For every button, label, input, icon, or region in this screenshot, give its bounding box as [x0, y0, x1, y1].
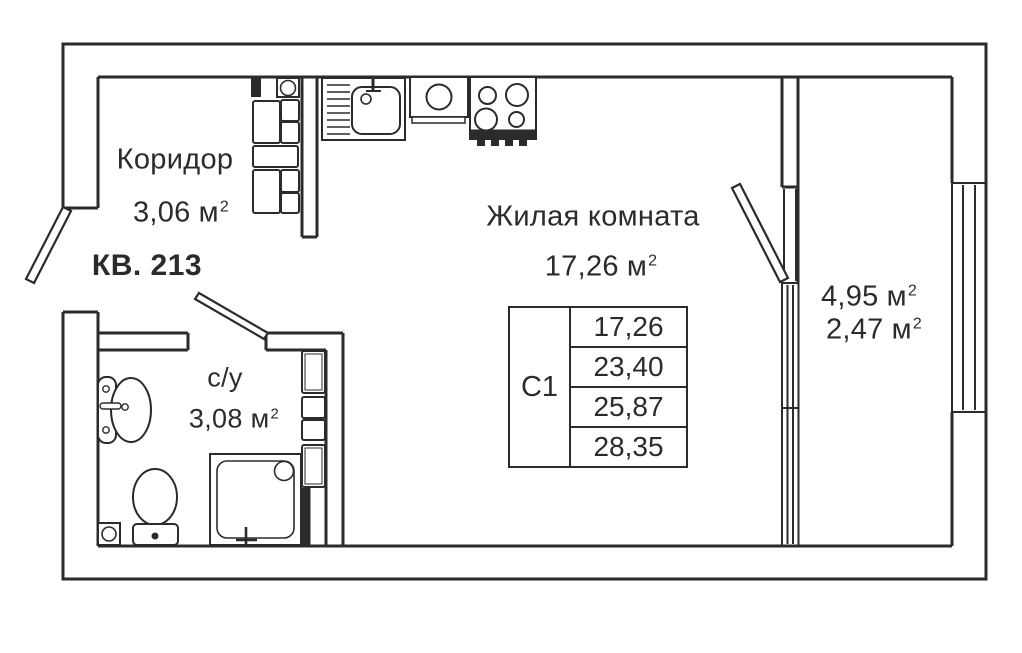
bathroom-top-wall: [97, 331, 190, 352]
balcony-reduced-unit: м: [891, 313, 912, 346]
kitchen-sink-icon: [321, 77, 406, 141]
kitchen-counter-icon: [409, 76, 469, 124]
bathroom-label: с/у: [207, 362, 243, 393]
corridor-wall: [300, 77, 319, 239]
corridor-area-unit: м: [198, 196, 219, 229]
spec-values-column: 17,26 23,40 25,87 28,35: [571, 308, 686, 466]
stove-panel: [469, 129, 537, 140]
layout-type-cell: С1: [510, 308, 571, 466]
living-area-value: 17,26: [544, 250, 619, 283]
balcony-door-leaf: [730, 182, 790, 284]
left-wall-upper: [63, 77, 100, 210]
bathroom-area-unit: м: [250, 403, 270, 434]
spec-row-total-area: 28,35: [593, 431, 664, 462]
bathroom-cabinet-icon: [301, 350, 326, 547]
balcony-partition-wall: [780, 77, 800, 283]
exterior-wall-outline: [61, 42, 988, 581]
living-room-label: Жилая комната: [486, 200, 700, 233]
bathroom-door-leaf: [193, 291, 270, 341]
apartment-number: КВ. 213: [91, 249, 203, 282]
door-leaves: [24, 182, 790, 341]
wardrobe-icon: [251, 77, 300, 214]
corridor-area-sup: 2: [219, 198, 230, 216]
balcony-window-right: [950, 181, 986, 414]
living-area-sup: 2: [648, 252, 658, 270]
spec-row-living-area: 17,26: [571, 308, 686, 348]
shower-icon: [209, 453, 302, 546]
balcony-total-sup: 2: [907, 282, 918, 300]
corridor-area-value: 3,06: [132, 196, 191, 229]
wardrobe-solid-block: [251, 77, 261, 97]
balcony-total-value: 4,95: [820, 280, 879, 313]
spec-row-area-2: 23,40: [571, 348, 686, 388]
wall-stub: [301, 488, 311, 547]
balcony-total-unit: м: [886, 280, 907, 313]
entrance-door-leaf: [24, 205, 73, 285]
corridor-label: Коридор: [116, 143, 234, 176]
floor-drain-icon: [97, 522, 121, 546]
balcony-reduced-value: 2,47: [825, 313, 884, 346]
balcony-glazing: [781, 189, 800, 546]
left-wall-lower: [63, 310, 100, 546]
spec-row-area-3: 25,87: [571, 388, 686, 428]
area-spec-table: С1 17,26 23,40 25,87 28,35: [508, 306, 688, 468]
bathroom-sink-icon: [97, 376, 152, 444]
stove-knobs: [477, 139, 527, 146]
balcony-reduced-sup: 2: [912, 315, 923, 333]
bathroom-area-value: 3,08: [188, 403, 243, 434]
bathroom-door-jamb-wall: [264, 331, 343, 352]
bathroom-area-sup: 2: [270, 406, 280, 423]
living-area-unit: м: [626, 250, 648, 283]
stove-icon: [469, 76, 537, 146]
bathroom-right-wall: [324, 333, 345, 546]
toilet-icon: [132, 468, 179, 546]
